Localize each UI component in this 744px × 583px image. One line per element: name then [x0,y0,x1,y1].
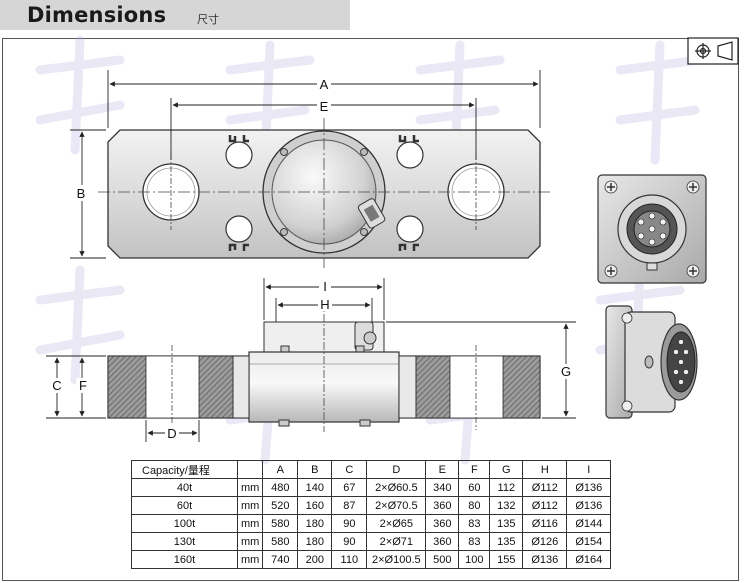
table-header-cell: B [297,460,333,479]
table-header-cell: A [262,460,299,479]
table-cell: 500 [425,550,460,569]
dimension-label-g: G [561,364,571,379]
table-cell: 360 [425,514,460,533]
table-header-cell [236,460,264,479]
table-cell: Ø112 [522,496,568,515]
drawing-frame [2,38,739,581]
table-cell: 100 [458,550,491,569]
dimension-label-a: A [320,77,329,92]
table-header-cell: F [458,460,491,479]
table-cell: 60t [131,496,238,515]
header-bar [0,0,350,30]
table-cell: 360 [425,532,460,551]
table-cell: 140 [297,478,333,497]
table-cell: 160t [131,550,238,569]
table-cell: 160 [297,496,333,515]
table-header-cell: G [489,460,524,479]
table-cell: 135 [489,514,524,533]
table-cell: 155 [489,550,524,569]
table-header-cell: H [522,460,568,479]
table-cell: mm [236,532,264,551]
table-cell: 580 [262,532,299,551]
table-cell: mm [236,550,264,569]
dimension-label-c: C [52,378,61,393]
dimension-label-b: B [77,186,86,201]
table-cell: 80 [458,496,491,515]
table-cell: 740 [262,550,299,569]
table-cell: 132 [489,496,524,515]
table-cell: 360 [425,496,460,515]
table-cell: Ø116 [522,514,568,533]
dimension-label-e: E [320,99,329,114]
table-cell: 87 [331,496,368,515]
table-cell: Ø154 [566,532,612,551]
table-cell: 110 [331,550,368,569]
table-header-row: Capacity/量程 A B C D E F G H I [131,460,612,479]
table-cell: Ø144 [566,514,612,533]
dimension-label-h: H [320,297,329,312]
table-row: 160t mm 740 200 110 2×Ø100.5 500 100 155… [131,550,612,569]
table-cell: 520 [262,496,299,515]
table-cell: 40t [131,478,238,497]
table-cell: 2×Ø70.5 [366,496,427,515]
table-row: 100t mm 580 180 90 2×Ø65 360 83 135 Ø116… [131,514,612,533]
table-cell: 60 [458,478,491,497]
connector-front-icon [597,174,707,284]
page-title: Dimensions [27,3,167,27]
table-cell: 200 [297,550,333,569]
table-cell: 2×Ø65 [366,514,427,533]
table-cell: 135 [489,532,524,551]
connector-side-icon [605,305,698,419]
table-header-cell: E [425,460,460,479]
table-cell: Ø112 [522,478,568,497]
table-cell: 90 [331,532,368,551]
table-cell: 83 [458,514,491,533]
table-header-cell: D [366,460,427,479]
table-cell: Ø164 [566,550,612,569]
table-cell: Ø136 [566,496,612,515]
table-header-cell: Capacity/量程 [131,460,238,479]
table-cell: mm [236,496,264,515]
dimension-label-i: I [323,279,327,294]
specification-table: Capacity/量程 A B C D E F G H I 40t mm 480… [131,460,612,569]
table-cell: 2×Ø71 [366,532,427,551]
table-cell: 180 [297,514,333,533]
table-cell: 340 [425,478,460,497]
table-row: 130t mm 580 180 90 2×Ø71 360 83 135 Ø126… [131,532,612,551]
table-cell: 480 [262,478,299,497]
page-subtitle: 尺寸 [197,13,219,26]
table-cell: 2×Ø100.5 [366,550,427,569]
table-cell: mm [236,478,264,497]
table-cell: 580 [262,514,299,533]
table-row: 60t mm 520 160 87 2×Ø70.5 360 80 132 Ø11… [131,496,612,515]
table-cell: 130t [131,532,238,551]
table-cell: mm [236,514,264,533]
table-cell: 90 [331,514,368,533]
table-header-cell: C [331,460,368,479]
table-header-cell: I [566,460,612,479]
top-view [98,118,552,268]
table-cell: 112 [489,478,524,497]
table-cell: Ø136 [522,550,568,569]
table-cell: 2×Ø60.5 [366,478,427,497]
table-cell: Ø126 [522,532,568,551]
table-cell: Ø136 [566,478,612,497]
table-row: 40t mm 480 140 67 2×Ø60.5 340 60 112 Ø11… [131,478,612,497]
projection-symbol-icon [687,37,739,65]
table-cell: 100t [131,514,238,533]
dimension-label-d: D [167,426,176,441]
dimension-label-f: F [79,378,87,393]
table-cell: 180 [297,532,333,551]
table-cell: 67 [331,478,368,497]
side-view [107,300,541,432]
table-cell: 83 [458,532,491,551]
